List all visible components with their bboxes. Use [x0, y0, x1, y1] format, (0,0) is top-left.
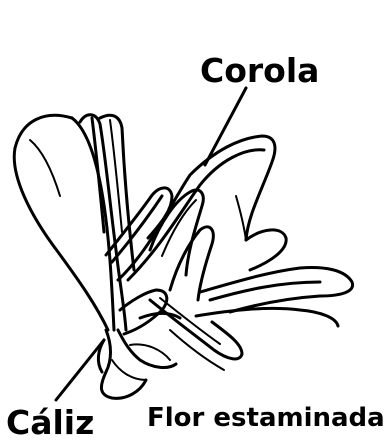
calyx [98, 330, 176, 398]
sepals [120, 290, 180, 334]
left-petal [14, 115, 114, 330]
caliz-label: Cáliz [6, 406, 94, 439]
corola-label: Corola [200, 54, 319, 87]
caliz-leader-line [56, 340, 104, 400]
figure-caption: Flor estaminada [147, 405, 385, 431]
